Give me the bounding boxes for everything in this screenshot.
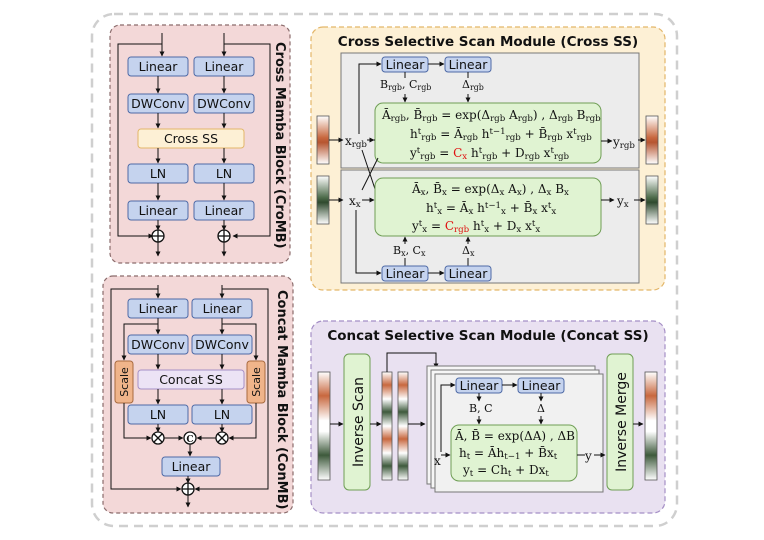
svg-text:Scale: Scale (250, 367, 263, 397)
x-input-feature (316, 175, 330, 225)
svg-text:DWConv: DWConv (131, 96, 185, 111)
concat-equations (450, 424, 578, 482)
cromb-cross-ss (137, 128, 245, 149)
svg-text:Āx, B̄x = exp(Δx Ax) , Δx Bx: Āx, B̄x = exp(Δx Ax) , Δx Bx (411, 181, 569, 198)
conmb-concat-ss (137, 369, 245, 390)
svg-text:Linear: Linear (522, 378, 562, 393)
svg-text:x: x (434, 454, 441, 468)
conmb-linear-out (161, 456, 221, 477)
conmb-concat-op: C (183, 431, 197, 445)
svg-text:LN: LN (216, 166, 232, 181)
concat-output-feature (644, 371, 658, 481)
conmb-block: Concat Mamba Block (ConMB) Linear Linear… (102, 275, 294, 514)
svg-text:yx: yx (616, 194, 629, 210)
cromb-add-right (217, 229, 231, 243)
svg-text:htrgb = Ārgb ht−1rgb + B̄rgb x: htrgb = Ārgb ht−1rgb + B̄rgb xtrgb (410, 126, 592, 143)
conmb-multiply-right (215, 431, 229, 445)
svg-text:Δ: Δ (537, 402, 545, 415)
svg-text:LN: LN (150, 166, 166, 181)
svg-text:LN: LN (214, 407, 230, 422)
svg-text:DWConv: DWConv (197, 96, 251, 111)
svg-text:B, C: B, C (469, 402, 493, 415)
scan-feature-1 (381, 371, 393, 481)
svg-text:Δx: Δx (462, 244, 475, 258)
svg-text:Scale: Scale (118, 367, 131, 397)
cross-x-equations (374, 177, 602, 237)
svg-text:Linear: Linear (449, 266, 489, 281)
svg-text:y: y (584, 449, 592, 463)
svg-text:ht = Āht−1 + B̄xt: ht = Āht−1 + B̄xt (459, 445, 558, 462)
svg-text:Linear: Linear (139, 301, 179, 316)
svg-text:Inverse Merge: Inverse Merge (614, 372, 630, 472)
concat-ss-title: Concat Selective Scan Module (Concat SS) (327, 328, 648, 344)
cromb-block: Cross Mamba Block (CroMB) Linear Linear … (109, 24, 291, 264)
svg-text:Linear: Linear (386, 57, 426, 72)
conmb-multiply-left (151, 431, 165, 445)
svg-text:LN: LN (150, 407, 166, 422)
svg-text:xx: xx (349, 194, 361, 210)
scan-feature-2 (397, 371, 409, 481)
svg-text:Linear: Linear (205, 203, 245, 218)
svg-text:Ā, B̄ = exp(ΔA) , ΔB: Ā, B̄ = exp(ΔA) , ΔB (454, 428, 575, 443)
svg-text:Ārgb, B̄rgb = exp(Δrgb Argb) ,: Ārgb, B̄rgb = exp(Δrgb Argb) , Δrgb Brgb (381, 107, 601, 124)
svg-text:Bx, Cx: Bx, Cx (393, 244, 426, 258)
x-output-feature (645, 175, 659, 225)
svg-text:ytx = Crgb htx + Dx xtx: ytx = Crgb htx + Dx xtx (411, 219, 540, 235)
conmb-title: Concat Mamba Block (ConMB) (274, 290, 289, 509)
svg-text:Δrgb: Δrgb (462, 78, 484, 92)
svg-text:htx = Āx ht−1x + B̄x xtx: htx = Āx ht−1x + B̄x xtx (426, 200, 556, 217)
svg-text:Linear: Linear (386, 266, 426, 281)
svg-text:Linear: Linear (139, 59, 179, 74)
svg-text:Linear: Linear (205, 59, 245, 74)
svg-text:Linear: Linear (139, 203, 179, 218)
cromb-title: Cross Mamba Block (CroMB) (272, 42, 287, 249)
conmb-add (181, 482, 195, 496)
rgb-output-feature (645, 115, 659, 165)
svg-text:Concat SS: Concat SS (159, 372, 223, 387)
inverse-scan-block (343, 353, 371, 491)
cross-ss-module: Cross Selective Scan Module (Cross SS) x… (310, 26, 666, 291)
svg-text:Linear: Linear (203, 301, 243, 316)
svg-text:DWConv: DWConv (195, 337, 249, 352)
concat-input-feature (317, 371, 331, 481)
svg-text:Brgb, Crgb: Brgb, Crgb (380, 78, 431, 92)
outer-frame (90, 12, 679, 528)
svg-text:DWConv: DWConv (131, 337, 185, 352)
rgb-input-feature (316, 115, 330, 165)
svg-text:yrgb: yrgb (612, 135, 635, 151)
svg-text:Linear: Linear (172, 459, 212, 474)
svg-text:Linear: Linear (449, 57, 489, 72)
cross-rgb-equations (374, 102, 602, 164)
svg-text:Cross SS: Cross SS (164, 131, 218, 146)
svg-text:xrgb: xrgb (345, 134, 367, 150)
cromb-add-left (151, 229, 165, 243)
concat-ss-module: Concat Selective Scan Module (Concat SS)… (310, 320, 666, 514)
svg-text:ytrgb = Cx htrgb + Drgb xtrgb: ytrgb = Cx htrgb + Drgb xtrgb (409, 146, 570, 162)
inverse-merge-block (606, 353, 634, 491)
cross-linear-x-b (444, 265, 492, 282)
svg-text:Inverse Scan: Inverse Scan (351, 377, 367, 467)
svg-text:C: C (186, 435, 193, 445)
svg-text:Linear: Linear (460, 378, 500, 393)
cross-ss-title: Cross Selective Scan Module (Cross SS) (338, 34, 638, 50)
svg-text:yt = Cht + Dxt: yt = Cht + Dxt (462, 463, 549, 479)
